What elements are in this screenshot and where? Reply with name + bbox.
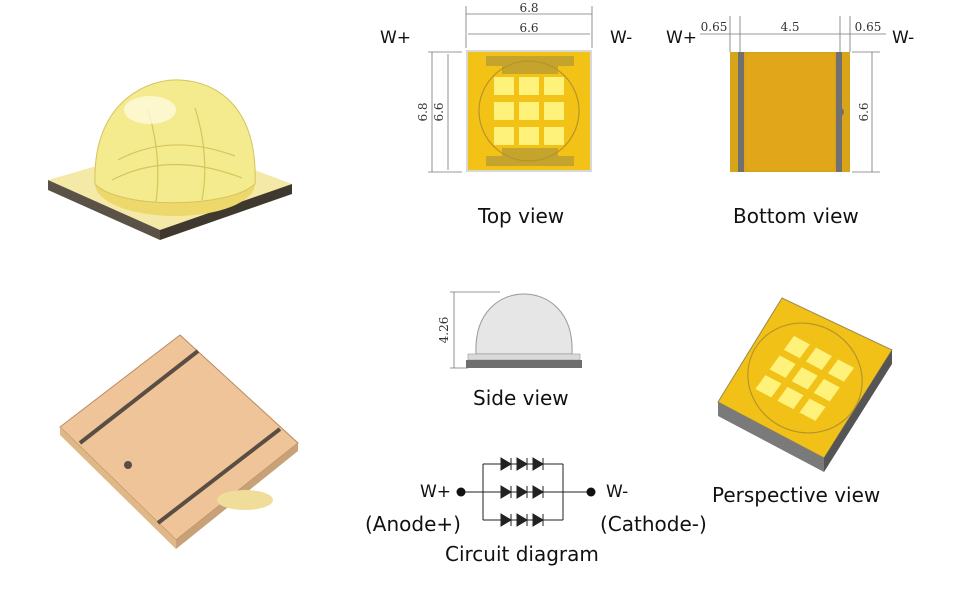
circuit-pin-minus: W-: [606, 482, 629, 502]
led-bottom-photo: [59, 334, 299, 549]
led-bottom-edge: [60, 427, 176, 549]
top-pad: [486, 56, 574, 74]
led-die: [519, 102, 539, 120]
bottom-pad: [486, 148, 574, 166]
side-view-drawing: 4.26: [437, 291, 582, 369]
led-bottom-dome-peek: [217, 490, 273, 510]
led-board-edge-right: [160, 184, 292, 240]
led-die: [783, 335, 810, 359]
dim-label: 0.65: [855, 20, 882, 34]
led-bottom-stripe: [156, 427, 282, 525]
cathode-terminal: [586, 487, 596, 497]
circuit-diagram-caption: Circuit diagram: [445, 542, 599, 566]
led-die: [494, 102, 514, 120]
top-view-pin-minus: W-: [610, 28, 633, 48]
diode-symbol: [532, 485, 544, 499]
dim-label: 6.8: [519, 1, 538, 15]
led-die: [519, 77, 539, 95]
side-lens-flange: [467, 353, 581, 361]
led-die: [544, 77, 564, 95]
led-dome-grid-line: [111, 163, 243, 181]
diode-symbol: [500, 485, 512, 499]
led-bottom-stripe: [78, 349, 200, 445]
diode-symbol: [516, 457, 528, 471]
led-die: [813, 378, 840, 402]
diode-symbol: [500, 457, 512, 471]
diode-symbol: [516, 485, 528, 499]
led-die: [805, 347, 832, 370]
led-die: [769, 355, 796, 378]
side-substrate: [466, 360, 582, 368]
pad-gap-left: [738, 52, 744, 172]
led-dome-grid-line: [117, 144, 236, 161]
dim-label: 6.6: [432, 102, 446, 121]
persp-edge-right: [824, 350, 892, 472]
diode-symbol: [532, 513, 544, 527]
dim-label: 6.6: [857, 102, 871, 121]
diode-symbol: [516, 513, 528, 527]
circuit-pin-plus: W+: [420, 482, 452, 502]
bottom-view-caption: Bottom view: [733, 204, 859, 228]
polarity-notch: [836, 108, 844, 116]
dim-label: 6.8: [416, 102, 430, 121]
led-dome-highlight: [124, 96, 176, 124]
dim-label: 6.6: [519, 21, 538, 35]
bottom-view-pin-plus: W+: [666, 28, 698, 48]
led-dome-grid-line: [194, 107, 206, 201]
led-die: [519, 127, 539, 145]
led-die: [494, 77, 514, 95]
die-grid: [494, 77, 564, 145]
dim-label: 0.65: [701, 20, 728, 34]
led-die: [799, 398, 826, 421]
top-view-pin-plus: W+: [380, 28, 412, 48]
led-die: [755, 375, 782, 398]
persp-die-grid: [755, 335, 855, 421]
perspective-view-caption: Perspective view: [712, 483, 881, 507]
circuit-diagram: [456, 457, 596, 527]
anode-terminal: [456, 487, 466, 497]
led-die: [828, 359, 855, 382]
thermal-pad: [746, 54, 834, 170]
bottom-view-drawing: 0.65 4.5 0.65 6.6: [700, 16, 886, 173]
perspective-view-drawing: [717, 297, 893, 472]
led-die: [544, 127, 564, 145]
side-dome: [475, 293, 573, 355]
led-dome: [94, 79, 256, 204]
lens-ring: [478, 60, 580, 162]
top-view-drawing: 6.8 6.6 6.8 6.6: [416, 1, 593, 173]
top-view-caption: Top view: [478, 204, 565, 228]
led-die: [544, 102, 564, 120]
led-die: [791, 367, 818, 390]
diode-symbol: [500, 513, 512, 527]
cathode-label: (Cathode-): [600, 512, 707, 536]
led-die: [777, 386, 804, 410]
led-die: [494, 127, 514, 145]
bottom-view-pin-minus: W-: [892, 28, 915, 48]
anode-label: (Anode+): [365, 512, 461, 536]
dim-label: 4.26: [437, 317, 451, 344]
dim-label: 4.5: [780, 20, 799, 34]
diode-symbol: [532, 457, 544, 471]
led-board-edge-left: [48, 180, 160, 240]
side-view-caption: Side view: [473, 386, 569, 410]
diode-array: [500, 457, 544, 527]
led-dome-photo: [48, 79, 292, 240]
led-bottom-marker: [124, 461, 132, 469]
persp-edge-left: [718, 402, 824, 472]
persp-lens-ring: [747, 322, 863, 434]
